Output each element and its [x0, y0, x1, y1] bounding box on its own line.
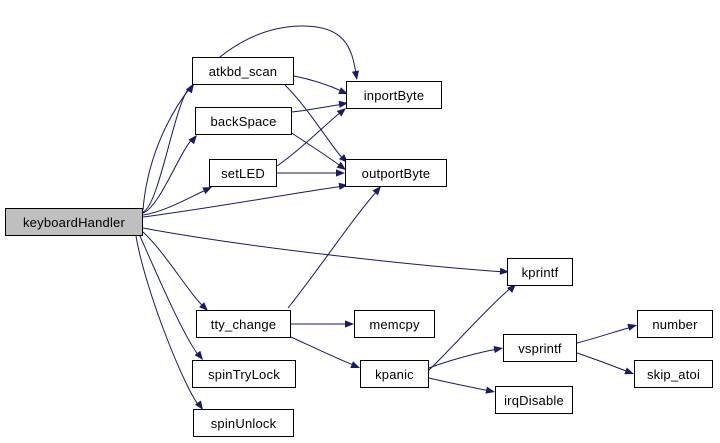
node-label-number: number — [652, 316, 698, 332]
edge-kpanic-to-kprintf — [428, 284, 516, 371]
node-atkbd_scan[interactable]: atkbd_scan — [192, 57, 294, 85]
arrowhead — [199, 302, 208, 311]
node-kpanic[interactable]: kpanic — [360, 360, 429, 388]
node-tty_change[interactable]: tty_change — [196, 310, 291, 338]
node-kprintf[interactable]: kprintf — [507, 258, 573, 286]
arrowhead — [627, 323, 637, 331]
arrowhead — [338, 87, 348, 94]
arrowhead — [624, 367, 634, 375]
node-label-backSpace: backSpace — [210, 113, 277, 129]
node-label-vsprintf: vsprintf — [518, 340, 562, 356]
edge-keyboardHandler-to-spinUnlock — [135, 235, 203, 410]
edge-keyboardHandler-to-setLED — [142, 187, 212, 216]
edge-keyboardHandler-to-atkbd_scan — [142, 84, 194, 213]
node-spinTryLock[interactable]: spinTryLock — [192, 360, 296, 388]
edge-setLED-to-outportByte — [277, 169, 345, 177]
node-label-tty_change: tty_change — [210, 316, 277, 332]
node-skip_atoi[interactable]: skip_atoi — [634, 360, 713, 388]
arrowhead — [194, 400, 203, 410]
edge-tty_change-to-kpanic — [290, 336, 360, 368]
node-label-setLED: setLED — [221, 165, 265, 181]
edge-vsprintf-to-skip_atoi — [576, 352, 634, 375]
edge-tty_change-to-outportByte — [287, 186, 381, 309]
arrowhead — [336, 161, 346, 170]
edge-keyboardHandler-to-spinTryLock — [139, 235, 203, 360]
arrowhead — [194, 350, 203, 360]
arrowhead — [499, 267, 509, 275]
arrowhead — [202, 187, 212, 195]
node-label-keyboardHandler: keyboardHandler — [22, 214, 125, 230]
edge-keyboardHandler-to-backSpace — [142, 135, 197, 214]
node-irqDisable[interactable]: irqDisable — [495, 386, 573, 414]
arrowhead — [185, 84, 194, 94]
edge-vsprintf-to-number — [576, 323, 637, 344]
arrowhead — [372, 186, 381, 196]
node-inportByte[interactable]: inportByte — [346, 81, 442, 109]
node-label-irqDisable: irqDisable — [504, 392, 564, 408]
edge-tty_change-to-memcpy — [291, 320, 354, 328]
node-backSpace[interactable]: backSpace — [195, 107, 292, 135]
edge-backSpace-to-inportByte — [291, 100, 348, 113]
node-label-spinTryLock: spinTryLock — [208, 366, 280, 382]
arrowhead — [336, 108, 346, 117]
node-label-spinUnlock: spinUnlock — [210, 415, 277, 431]
node-setLED[interactable]: setLED — [209, 159, 277, 187]
node-label-kprintf: kprintf — [521, 264, 559, 280]
node-label-skip_atoi: skip_atoi — [646, 366, 701, 382]
edge-backSpace-to-outportByte — [289, 131, 346, 170]
node-label-outportByte: outportByte — [361, 165, 431, 181]
node-memcpy[interactable]: memcpy — [354, 310, 435, 338]
arrowhead — [485, 386, 495, 394]
node-label-kpanic: kpanic — [375, 366, 414, 382]
node-outportByte[interactable]: outportByte — [345, 159, 447, 187]
node-keyboardHandler[interactable]: keyboardHandler — [5, 208, 143, 236]
edge-keyboardHandler-to-inportByte — [142, 25, 359, 211]
edge-keyboardHandler-to-tty_change — [142, 231, 208, 311]
node-spinUnlock[interactable]: spinUnlock — [193, 409, 294, 437]
node-label-atkbd_scan: atkbd_scan — [208, 63, 278, 79]
edge-keyboardHandler-to-kprintf — [142, 227, 509, 275]
node-label-memcpy: memcpy — [369, 316, 420, 332]
arrowhead — [351, 70, 359, 80]
node-label-inportByte: inportByte — [363, 87, 425, 103]
edge-atkbd_scan-to-inportByte — [293, 75, 348, 94]
arrowhead — [338, 100, 348, 108]
edge-setLED-to-inportByte — [276, 108, 346, 167]
edge-kpanic-to-irqDisable — [428, 377, 495, 394]
arrowhead — [336, 169, 345, 177]
node-vsprintf[interactable]: vsprintf — [503, 334, 577, 362]
arrowhead — [350, 361, 360, 368]
arrowhead — [507, 284, 516, 293]
arrowhead — [345, 320, 354, 328]
arrowhead — [188, 135, 197, 145]
arrowhead — [493, 346, 503, 354]
edge-kpanic-to-vsprintf — [428, 346, 503, 369]
node-number[interactable]: number — [637, 310, 713, 338]
edge-atkbd_scan-to-outportByte — [284, 84, 348, 163]
